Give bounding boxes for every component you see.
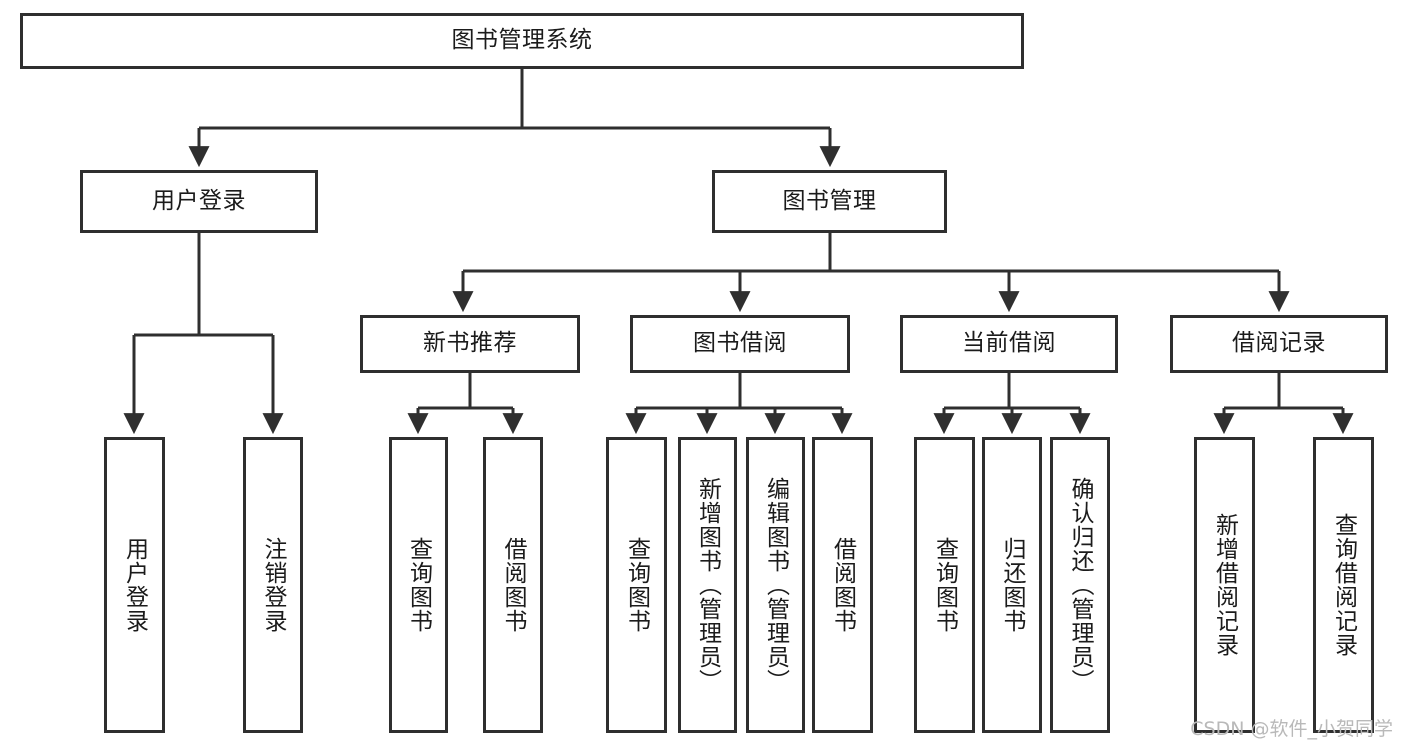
node-leaf-borrow-book-2-label: 借阅图书 xyxy=(829,537,856,633)
node-leaf-borrow-book-1-label: 借阅图书 xyxy=(500,537,527,633)
node-borrow-record[interactable]: 借阅记录 xyxy=(1170,315,1388,373)
node-leaf-query-book-1-label: 查询图书 xyxy=(405,537,432,633)
node-leaf-query-book-3[interactable]: 查询图书 xyxy=(914,437,975,733)
node-current-borrow[interactable]: 当前借阅 xyxy=(900,315,1118,373)
node-new-book-recommend[interactable]: 新书推荐 xyxy=(360,315,580,373)
node-leaf-add-record[interactable]: 新增借阅记录 xyxy=(1194,437,1255,733)
node-leaf-borrow-book-1[interactable]: 借阅图书 xyxy=(483,437,543,733)
node-leaf-query-book-2[interactable]: 查询图书 xyxy=(606,437,667,733)
node-book-borrow[interactable]: 图书借阅 xyxy=(630,315,850,373)
node-book-manage-label: 图书管理 xyxy=(782,187,877,214)
node-root[interactable]: 图书管理系统 xyxy=(20,13,1024,69)
node-book-manage[interactable]: 图书管理 xyxy=(712,170,947,233)
node-leaf-add-book-label: 新增图书（管理员） xyxy=(694,477,721,693)
node-leaf-user-login[interactable]: 用户登录 xyxy=(104,437,165,733)
node-leaf-add-record-label: 新增借阅记录 xyxy=(1211,513,1238,657)
node-leaf-confirm-return-label: 确认归还（管理员） xyxy=(1067,477,1094,693)
node-current-borrow-label: 当前借阅 xyxy=(962,330,1056,357)
node-leaf-borrow-book-2[interactable]: 借阅图书 xyxy=(812,437,873,733)
node-leaf-user-login-label: 用户登录 xyxy=(121,537,148,633)
node-leaf-query-book-2-label: 查询图书 xyxy=(623,537,650,633)
node-leaf-query-record-label: 查询借阅记录 xyxy=(1330,513,1357,657)
node-leaf-user-logout[interactable]: 注销登录 xyxy=(243,437,303,733)
node-borrow-record-label: 借阅记录 xyxy=(1232,330,1326,357)
node-leaf-return-book-label: 归还图书 xyxy=(999,537,1026,633)
node-user-login[interactable]: 用户登录 xyxy=(80,170,318,233)
node-leaf-query-book-3-label: 查询图书 xyxy=(931,537,958,633)
node-leaf-user-logout-label: 注销登录 xyxy=(260,537,287,633)
node-book-borrow-label: 图书借阅 xyxy=(693,330,787,357)
node-user-login-label: 用户登录 xyxy=(152,187,246,214)
node-leaf-add-book[interactable]: 新增图书（管理员） xyxy=(678,437,737,733)
node-leaf-query-record[interactable]: 查询借阅记录 xyxy=(1313,437,1374,733)
node-new-book-recommend-label: 新书推荐 xyxy=(423,330,517,357)
node-leaf-edit-book-label: 编辑图书（管理员） xyxy=(762,477,789,693)
node-leaf-edit-book[interactable]: 编辑图书（管理员） xyxy=(746,437,805,733)
node-leaf-query-book-1[interactable]: 查询图书 xyxy=(389,437,448,733)
node-root-label: 图书管理系统 xyxy=(451,27,593,54)
node-leaf-confirm-return[interactable]: 确认归还（管理员） xyxy=(1050,437,1110,733)
node-leaf-return-book[interactable]: 归还图书 xyxy=(982,437,1042,733)
